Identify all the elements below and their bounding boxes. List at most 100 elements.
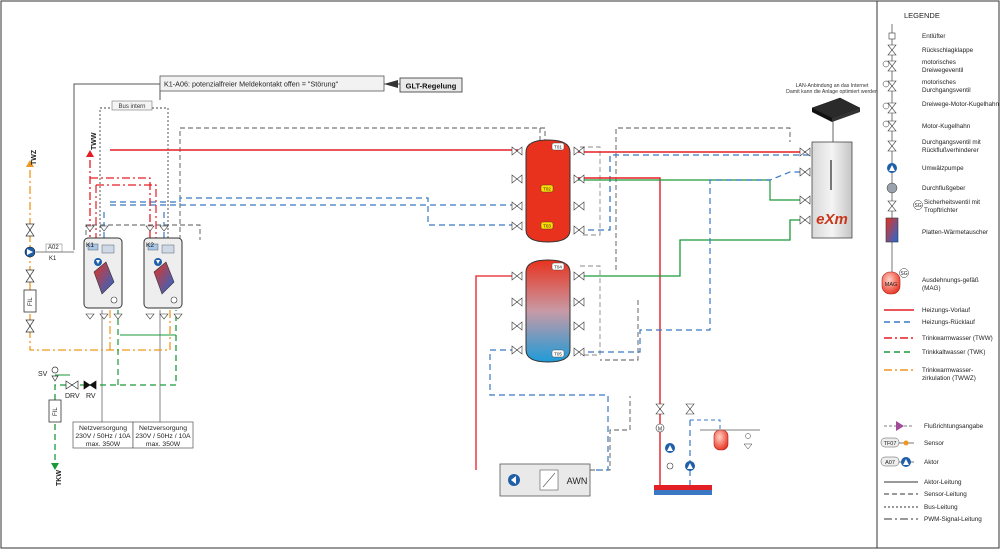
exm-ports — [799, 147, 811, 225]
rv-label: RV — [86, 393, 96, 400]
legend-extra-badge: TF07 — [884, 441, 897, 447]
legend-line-3: Trinkkaltwasser (TWK) — [884, 349, 985, 356]
legend-mag-text: MAG — [885, 282, 898, 288]
legend-extra-label: Aktor — [924, 459, 939, 466]
legend-signal-1: Sensor-Leitung — [884, 491, 967, 498]
expansion-vessel-icon: MAG — [881, 271, 901, 295]
a02-label: A02 — [48, 245, 59, 251]
tank1-t01: T01 — [554, 145, 562, 150]
power-box-2-line1: 230V / 50Hz / 10A — [135, 433, 191, 440]
legend-extra-label: Flußrichtungsangabe — [924, 423, 984, 430]
signal-lines — [73, 83, 834, 471]
3way-ball-icon — [882, 102, 897, 114]
exm-controller: eXm — [811, 141, 853, 239]
legend-signal-label: Bus-Leitung — [924, 504, 958, 511]
heating-circuit: M — [654, 403, 712, 495]
legend-symbol-label: Entlüfter — [922, 33, 945, 40]
heating-lines — [103, 149, 810, 485]
legend: LEGENDE EntlüfterRückschlagklappemotoris… — [880, 11, 999, 523]
power-box-1: Netzversorgung 230V / 50Hz / 10A max. 35… — [72, 421, 134, 449]
rv-valve — [83, 380, 97, 390]
legend-symbol-label: Sicherheitsventil mit — [924, 199, 980, 206]
power-box-1-line2: max. 350W — [86, 441, 121, 448]
legend-line-list: Heizungs-VorlaufHeizungs-RücklaufTrinkwa… — [884, 307, 993, 382]
flow-sensor-icon — [886, 182, 898, 194]
legend-badge: SG — [914, 203, 921, 209]
filter-upper-label: FIL — [28, 297, 34, 306]
power-box-1-title: Netzversorgung — [79, 425, 127, 432]
station-k1: K1 — [83, 237, 123, 309]
legend-symbol-label: (MAG) — [922, 285, 941, 292]
awn-unit: AWN — [499, 463, 591, 497]
legend-symbol-0: Entlüfter — [888, 32, 945, 40]
power-box-2-title: Netzversorgung — [139, 425, 187, 432]
twz-label: TWZ — [31, 149, 38, 165]
drv-label: DRV — [65, 393, 80, 400]
ball-valve-icon — [882, 120, 897, 132]
legend-line-label: Trinkwarmwasser- — [922, 367, 973, 374]
legend-line-1: Heizungs-Rücklauf — [884, 319, 975, 326]
legend-symbol-label: Rückflußverhinderer — [922, 147, 979, 154]
heat-exchanger-icon — [885, 217, 899, 243]
tank1-t02: T02 — [543, 187, 551, 192]
glt-label: GLT-Regelung — [406, 82, 457, 91]
awn-label: AWN — [567, 476, 588, 486]
legend-symbol-label: motorisches — [922, 79, 956, 86]
legend-extra-0: Flußrichtungsangabe — [884, 421, 984, 431]
filter-upper: FIL — [23, 289, 37, 313]
legend-symbol-label: Durchgangsventil mit — [922, 139, 981, 146]
mixer-m-label: M — [658, 427, 662, 433]
filter-lower-label: FIL — [53, 407, 59, 416]
left-valves — [25, 223, 35, 333]
legend-line-2: Trinkwarmwasser (TWW) — [884, 335, 993, 342]
tank2-t04: T04 — [554, 265, 562, 270]
legend-badge: SG — [900, 271, 907, 277]
legend-symbol-label: Durchflußgeber — [922, 185, 965, 192]
tank1-t03: T03 — [543, 224, 551, 229]
legend-extra-label: Sensor — [924, 440, 944, 447]
legend-line-label: Trinkwarmwasser (TWW) — [922, 335, 993, 342]
legend-symbol-label: Tropftrichter — [924, 207, 958, 214]
k2-label: K2 — [146, 242, 154, 249]
legend-symbol-list: EntlüfterRückschlagklappemotorischesDrei… — [881, 32, 999, 295]
legend-signal-0: Aktor-Leitung — [884, 479, 962, 486]
sensor-dot-icon — [903, 440, 909, 446]
glt-box: GLT-Regelung — [384, 77, 463, 93]
sv-label: SV — [38, 371, 48, 378]
check-valve-icon — [887, 44, 897, 56]
k1-left-label: K1 — [49, 256, 57, 262]
legend-extra-badge: A07 — [885, 460, 895, 466]
power-box-1-line1: 230V / 50Hz / 10A — [75, 433, 131, 440]
tww-label: TWW — [91, 132, 98, 150]
entluefter-icon — [888, 32, 896, 40]
legend-signal-list: Aktor-LeitungSensor-LeitungBus-LeitungPW… — [884, 479, 982, 523]
bus-intern-label-box: Bus intern — [111, 100, 153, 111]
exm-logo: eXm — [816, 211, 848, 228]
station-valves — [85, 225, 183, 320]
legend-symbol-8: Durchflußgeber — [886, 182, 965, 194]
k1a06-label: K1-A06: potenzialfreier Meldekontakt off… — [164, 80, 339, 89]
power-box-2: Netzversorgung 230V / 50Hz / 10A max. 35… — [132, 421, 194, 449]
3way-valve-icon — [882, 60, 897, 72]
legend-symbol-7: Umwälzpumpe — [887, 163, 964, 173]
lan-label-1: LAN-Anbindung an das Internet — [796, 83, 869, 89]
station-k2: K2 — [143, 237, 183, 309]
tkw-label: TKW — [56, 470, 63, 486]
bus-intern-label: Bus intern — [118, 104, 145, 110]
legend-signal-label: PWM-Signal-Leitung — [924, 516, 982, 523]
legend-symbol-label: Platten-Wärmetauscher — [922, 229, 988, 236]
tank1-valves — [511, 146, 585, 235]
legend-symbol-label: Durchgangsventil — [922, 87, 971, 94]
legend-symbol-5: Motor-Kugelhahn — [882, 120, 971, 132]
pump-icon — [887, 163, 897, 173]
legend-symbol-label: Rückschlagklappe — [922, 47, 974, 54]
legend-line-label: Heizungs-Rücklauf — [922, 319, 975, 326]
